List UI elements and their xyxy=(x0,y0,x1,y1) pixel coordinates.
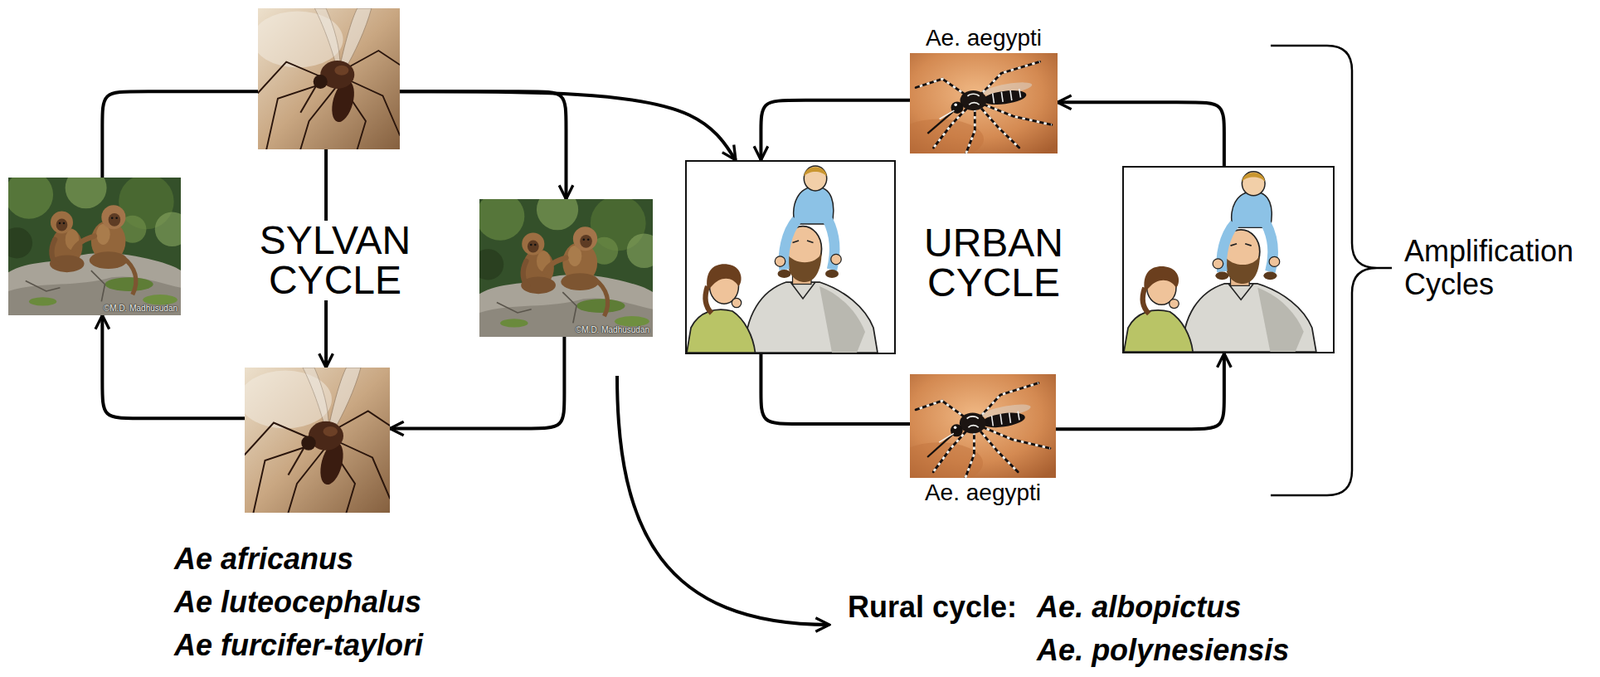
mosquito-photo-image xyxy=(257,8,400,150)
species-name: Ae furcifer-taylori xyxy=(171,627,426,662)
human-hosts-picture xyxy=(685,160,896,355)
monkey-photo-image xyxy=(8,177,181,316)
cycle-label: SYLVAN CYCLE xyxy=(257,220,414,301)
species-name: Ae. polynesiensis xyxy=(1034,632,1292,667)
watermark: ©M.D. Madhusudan xyxy=(103,303,178,313)
mosquito-photo xyxy=(244,367,390,513)
human-hosts-picture-image xyxy=(1123,167,1333,352)
transmission-arrow xyxy=(760,354,910,424)
aegypti-photo-image xyxy=(909,374,1056,478)
species-name: Ae. albopictus xyxy=(1034,589,1244,624)
mosquito-photo-image xyxy=(244,367,390,513)
human-hosts-picture-image xyxy=(1123,167,1333,352)
cycle-label: URBAN CYCLE xyxy=(921,223,1066,303)
watermark: ©M.D. Madhusudan xyxy=(575,325,650,335)
monkey-photo: ©M.D. Madhusudan xyxy=(8,177,181,316)
aegypti-photo-image xyxy=(909,374,1056,478)
species-name: Ae africanus xyxy=(171,541,356,576)
transmission-arrow xyxy=(1057,102,1225,166)
transmission-arrow xyxy=(760,100,910,161)
monkey-photo-image xyxy=(479,199,653,337)
species-name: Ae. aegypti xyxy=(923,24,1045,52)
mosquito-photo xyxy=(257,8,400,150)
species-name: Ae luteocephalus xyxy=(171,584,424,619)
human-hosts-picture xyxy=(1122,165,1335,354)
transmission-arrow xyxy=(399,91,736,161)
monkey-photo-image xyxy=(8,177,181,316)
aegypti-photo: Ae. aegypti xyxy=(909,53,1058,154)
aegypti-photo: Ae. aegypti xyxy=(909,374,1056,478)
species-name: Ae. aegypti xyxy=(922,479,1044,506)
mosquito-photo-image xyxy=(257,8,400,150)
transmission-arrow xyxy=(102,315,245,419)
transmission-arrow xyxy=(102,91,258,178)
rural-cycle-arrow xyxy=(617,375,830,625)
monkey-photo: ©M.D. Madhusudan xyxy=(479,199,653,337)
transmission-arrow xyxy=(1055,353,1225,429)
mosquito-photo-image xyxy=(244,367,390,513)
human-hosts-picture-image xyxy=(686,161,895,353)
aegypti-photo-image xyxy=(909,53,1058,154)
human-hosts-picture-image xyxy=(686,161,895,353)
cycle-label: Rural cycle: xyxy=(845,589,1020,624)
monkey-photo-image xyxy=(479,199,653,337)
transmission-arrow xyxy=(389,336,565,429)
transmission-arrow xyxy=(399,91,567,200)
bracket-label: Amplification Cycles xyxy=(1401,234,1576,301)
aegypti-photo-image xyxy=(909,53,1058,154)
